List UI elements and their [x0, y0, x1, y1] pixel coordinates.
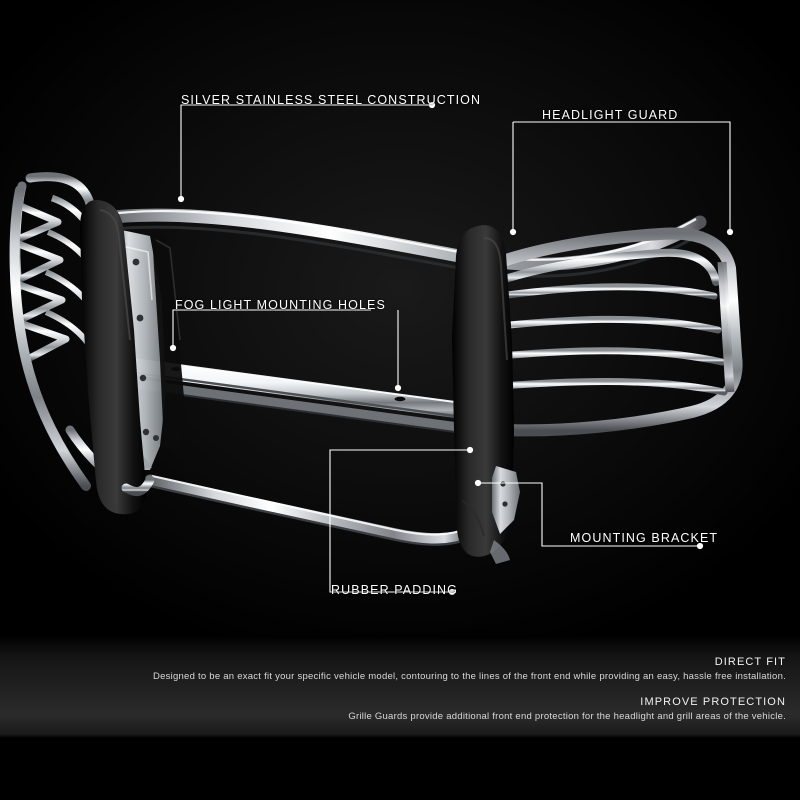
callout-leader-lines — [169, 101, 734, 596]
callout-label-headlight-guard: HEADLIGHT GUARD — [542, 108, 679, 122]
footer-description-direct-fit: Designed to be an exact fit your specifi… — [152, 671, 786, 682]
callout-label-rubber-padding: RUBBER PADDING — [331, 583, 458, 597]
callout-label-silver-stainless-steel-construction: SILVER STAINLESS STEEL CONSTRUCTION — [181, 93, 482, 107]
leader-mounting-bracket — [474, 479, 704, 550]
center-crossbar — [125, 357, 471, 435]
left-rubber-padding — [80, 200, 147, 515]
leader-silver-stainless-steel-construction — [177, 101, 436, 203]
grille-guard-product-image — [0, 0, 800, 640]
leader-headlight-guard — [509, 121, 734, 236]
leader-fog-light-mounting-holes — [169, 309, 371, 352]
footer-block-improve-protection: IMPROVE PROTECTION Grille Guards provide… — [348, 696, 786, 722]
lower-hoop-tube — [144, 474, 476, 546]
footer-description-improve-protection: Grille Guards provide additional front e… — [348, 711, 786, 722]
footer-heading-direct-fit: DIRECT FIT — [714, 656, 786, 668]
fog-light-hole — [394, 396, 406, 402]
right-headlight-guard — [494, 227, 743, 437]
footer-block-direct-fit: DIRECT FIT Designed to be an exact fit y… — [153, 656, 786, 682]
footer-heading-improve-protection: IMPROVE PROTECTION — [640, 696, 786, 708]
callout-label-mounting-bracket: MOUNTING BRACKET — [570, 531, 719, 545]
callout-label-fog-light-mounting-holes: FOG LIGHT MOUNTING HOLES — [175, 298, 386, 312]
leader-fog-light-hole-right — [394, 310, 402, 392]
footer-feature-text: DIRECT FIT Designed to be an exact fit y… — [0, 636, 800, 800]
leader-rubber-padding — [329, 446, 474, 596]
inner-rubber-strip — [152, 230, 186, 452]
